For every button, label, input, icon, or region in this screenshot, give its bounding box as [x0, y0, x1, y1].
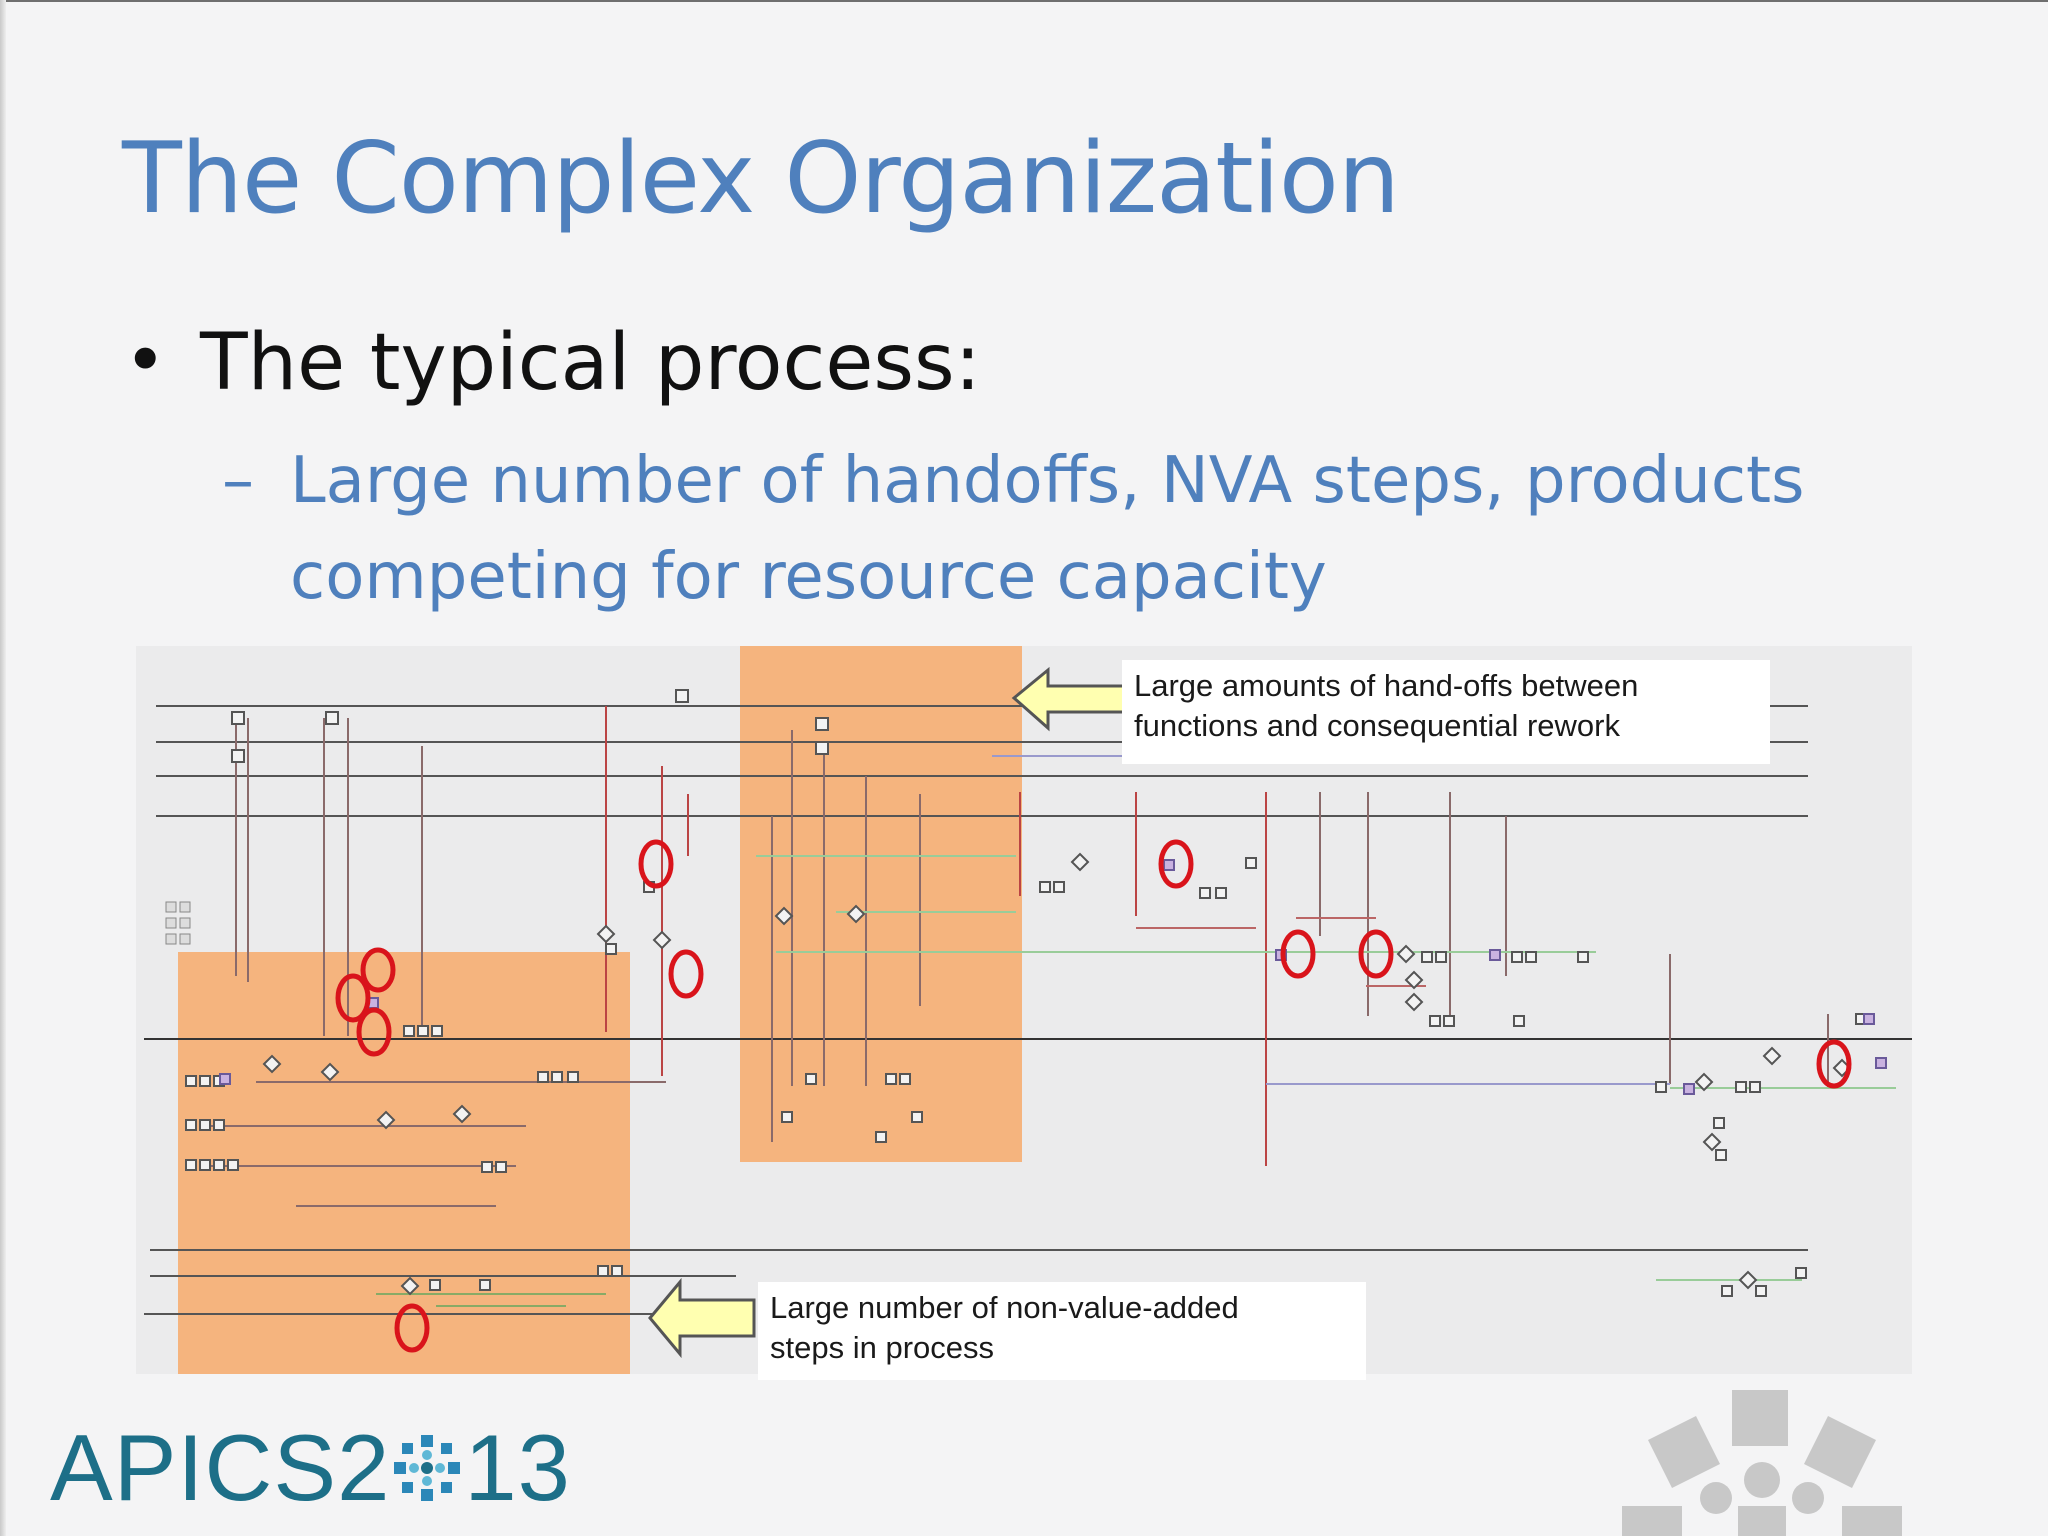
process-map-diagram	[136, 646, 1912, 1374]
callout-handoffs: Large amounts of hand-offs between funct…	[1122, 660, 1770, 764]
logo-text-prefix: APICS2	[50, 1415, 391, 1520]
apics-corner-watermark	[1622, 1390, 1902, 1536]
callout-handoffs-line-2: functions and consequential rework	[1134, 708, 1620, 743]
callout-nva-steps: Large number of non-value-added steps in…	[758, 1282, 1366, 1380]
logo-flower-icon	[394, 1435, 461, 1501]
sub-bullet-line-2: competing for resource capacity	[290, 540, 1327, 614]
callout-handoffs-line-1: Large amounts of hand-offs between	[1134, 668, 1639, 703]
process-steps	[185, 689, 1867, 1297]
arrow-bottom-callout	[648, 1277, 756, 1359]
logo-text-suffix: 13	[464, 1415, 571, 1520]
highlight-region-left	[178, 952, 630, 1374]
callout-nva-line-1: Large number of non-value-added	[770, 1290, 1239, 1325]
rework-circles	[335, 839, 1852, 1353]
process-map-svg	[144, 646, 1912, 1374]
bullet-text: The typical process:	[200, 318, 981, 408]
highlight-region-middle	[740, 646, 1022, 1162]
diagram-legend	[165, 901, 191, 945]
sub-bullet-line-1: Large number of handoffs, NVA steps, pro…	[290, 444, 1805, 518]
arrow-top-callout	[1011, 666, 1134, 732]
apics-2013-logo: APICS2 13	[50, 1414, 571, 1522]
bullet-marker: •	[124, 318, 167, 402]
decision-diamonds	[262, 852, 1852, 1296]
slide-left-border	[0, 0, 6, 1536]
slide-title: The Complex Organization	[122, 122, 1400, 236]
sub-bullet-marker: –	[222, 444, 254, 518]
callout-nva-line-2: steps in process	[770, 1330, 994, 1365]
slide-top-border	[0, 0, 2048, 2]
